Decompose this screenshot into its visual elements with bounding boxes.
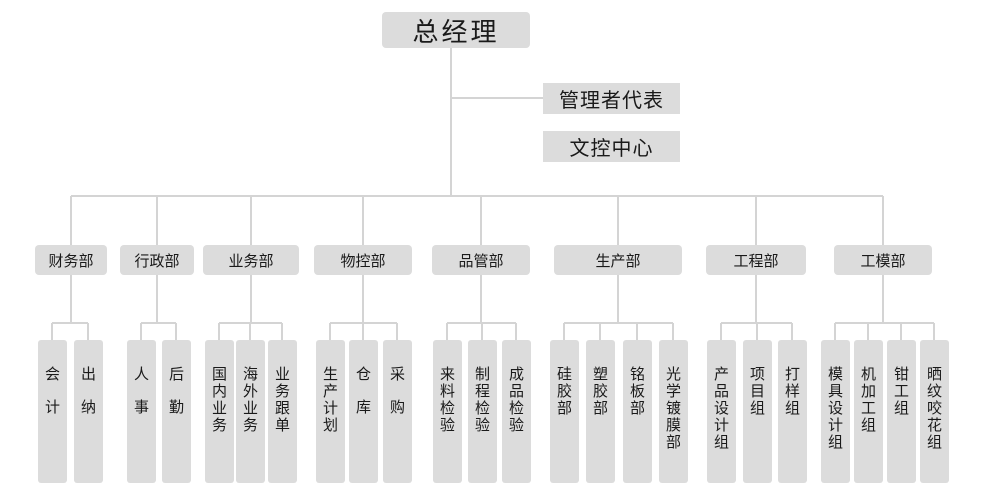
unit-node: 产品设计组 <box>706 340 736 483</box>
unit-node: 海外业务 <box>235 340 265 483</box>
unit-node: 业务跟单 <box>267 340 297 483</box>
unit-node: 生产计划 <box>315 340 345 483</box>
unit-label: 仓库 <box>354 366 372 432</box>
unit-node: 出纳 <box>73 340 103 483</box>
unit-node: 制程检验 <box>467 340 497 483</box>
unit-label: 制程检验 <box>473 366 491 434</box>
unit-node: 机加工组 <box>853 340 883 483</box>
unit-node: 钳工组 <box>886 340 916 483</box>
unit-label: 业务跟单 <box>273 366 291 434</box>
department-node: 物控部 <box>314 245 412 275</box>
unit-node: 塑胶部 <box>585 340 615 483</box>
unit-label: 产品设计组 <box>712 366 730 451</box>
unit-label: 后勤 <box>167 366 185 432</box>
unit-node: 打样组 <box>777 340 807 483</box>
unit-node: 晒纹咬花组 <box>919 340 949 483</box>
general-manager-node: 总经理 <box>382 12 530 48</box>
unit-node: 仓库 <box>348 340 378 483</box>
department-node: 工程部 <box>706 245 806 275</box>
management-representative-node: 管理者代表 <box>543 83 680 114</box>
unit-node: 项目组 <box>742 340 772 483</box>
unit-node: 人事 <box>126 340 156 483</box>
unit-label: 海外业务 <box>241 366 259 434</box>
unit-label: 模具设计组 <box>826 366 844 451</box>
department-node: 行政部 <box>120 245 194 275</box>
unit-label: 成品检验 <box>507 366 525 434</box>
unit-label: 光学镀膜部 <box>664 366 682 451</box>
department-node: 工模部 <box>834 245 932 275</box>
unit-label: 人事 <box>132 366 150 432</box>
unit-label: 机加工组 <box>859 366 877 434</box>
department-node: 品管部 <box>432 245 530 275</box>
unit-label: 来料检验 <box>438 366 456 434</box>
unit-label: 会计 <box>43 366 61 432</box>
unit-node: 国内业务 <box>204 340 234 483</box>
unit-label: 采购 <box>388 366 406 432</box>
unit-node: 模具设计组 <box>820 340 850 483</box>
unit-label: 晒纹咬花组 <box>925 366 943 451</box>
document-control-center-node: 文控中心 <box>543 131 680 162</box>
department-node: 业务部 <box>203 245 299 275</box>
unit-label: 项目组 <box>748 366 766 417</box>
unit-label: 国内业务 <box>210 366 228 434</box>
unit-label: 打样组 <box>783 366 801 417</box>
department-node: 财务部 <box>35 245 107 275</box>
department-node: 生产部 <box>554 245 682 275</box>
unit-label: 生产计划 <box>321 366 339 434</box>
unit-label: 钳工组 <box>892 366 910 417</box>
unit-label: 硅胶部 <box>555 366 573 417</box>
unit-node: 成品检验 <box>501 340 531 483</box>
unit-label: 铭板部 <box>628 366 646 417</box>
unit-label: 出纳 <box>79 366 97 432</box>
unit-label: 塑胶部 <box>591 366 609 417</box>
unit-node: 采购 <box>382 340 412 483</box>
unit-node: 会计 <box>37 340 67 483</box>
unit-node: 来料检验 <box>432 340 462 483</box>
unit-node: 硅胶部 <box>549 340 579 483</box>
unit-node: 光学镀膜部 <box>658 340 688 483</box>
unit-node: 后勤 <box>161 340 191 483</box>
unit-node: 铭板部 <box>622 340 652 483</box>
